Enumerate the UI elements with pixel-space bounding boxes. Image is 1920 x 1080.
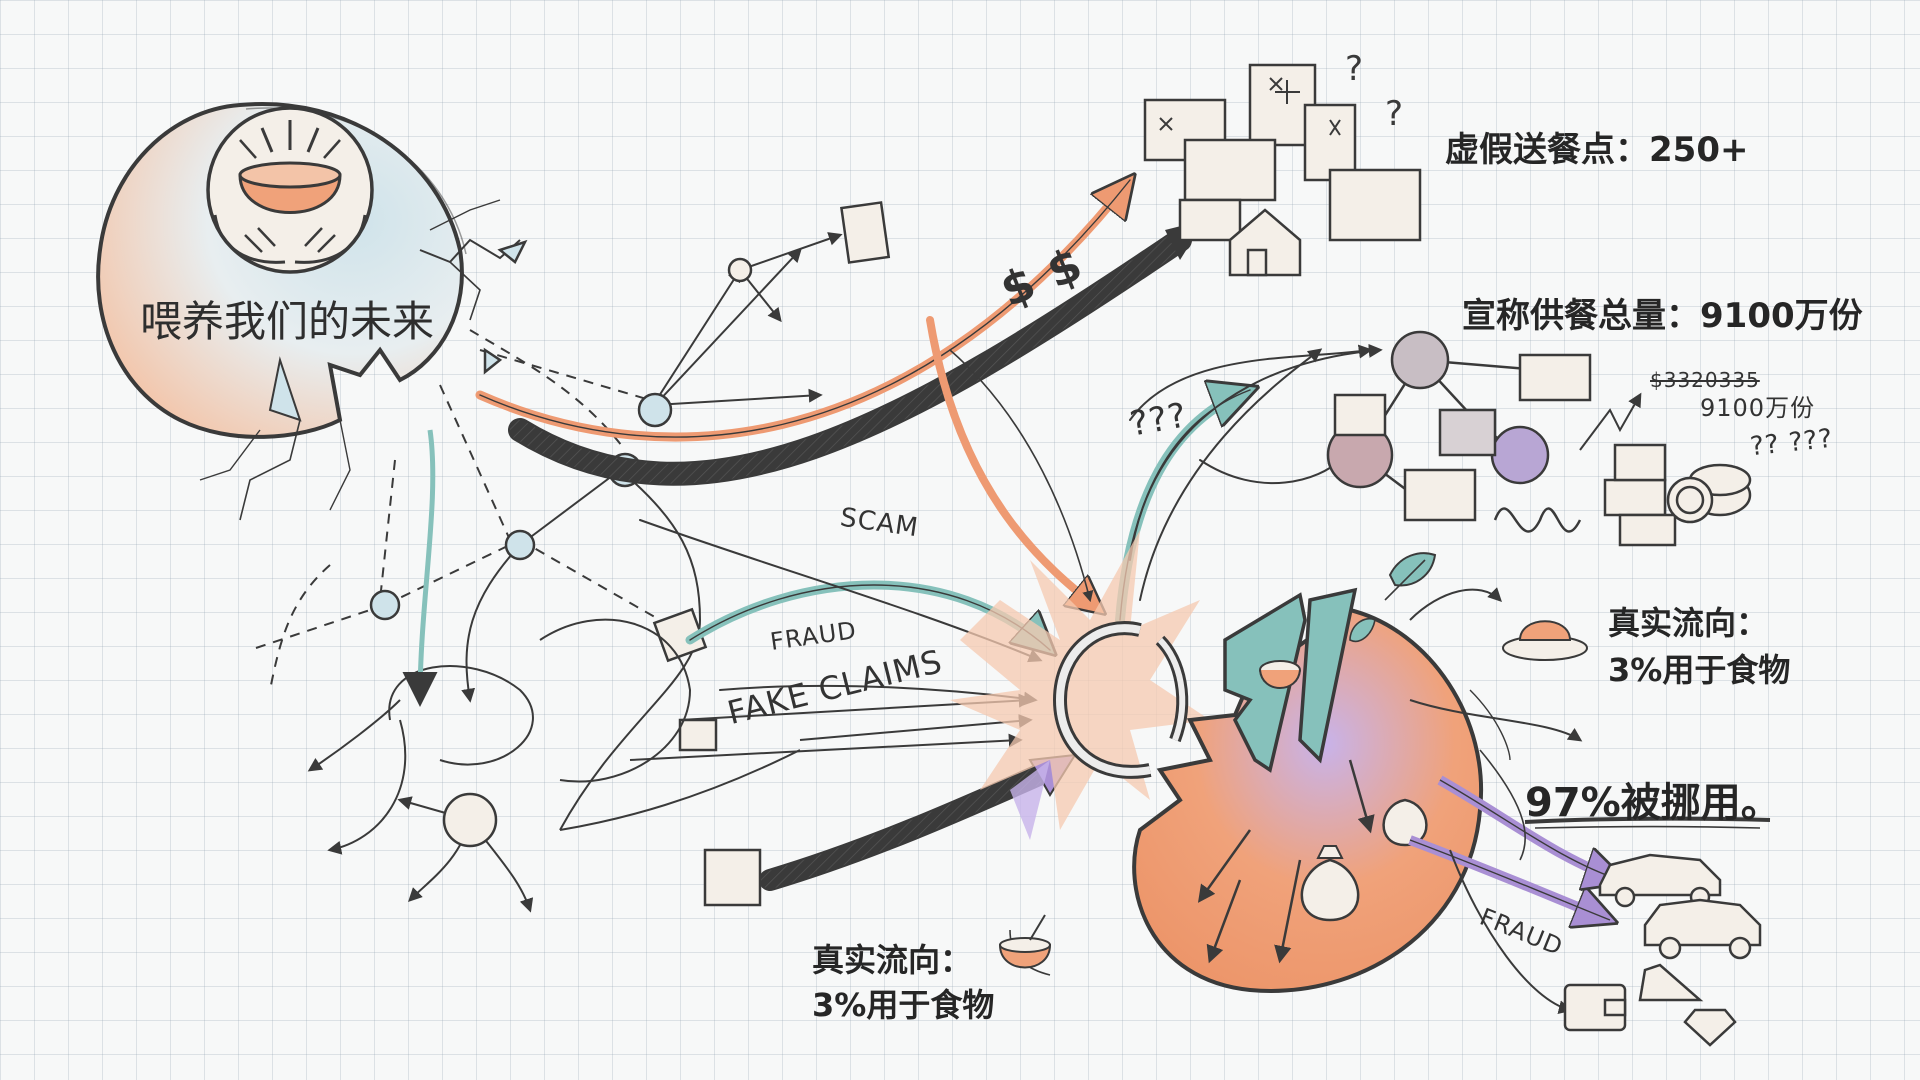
money-bag-icon bbox=[1300, 798, 1428, 922]
shoe-icon bbox=[1638, 963, 1704, 1002]
question-mark: ? bbox=[1385, 94, 1403, 134]
misused-label: 97%被挪用。 bbox=[1525, 780, 1781, 826]
real-flow-right-line1: 真实流向： bbox=[1608, 604, 1769, 642]
page-title: 喂养我们的未来 bbox=[140, 297, 435, 346]
impact-burst bbox=[950, 530, 1210, 840]
underline bbox=[1524, 816, 1771, 824]
broken-ring bbox=[1052, 621, 1189, 779]
fake-sites-label: 虚假送餐点：250+ bbox=[1445, 130, 1749, 170]
out-arrows bbox=[1009, 587, 1620, 1015]
pie-inner-arrows bbox=[1197, 759, 1375, 964]
claim-network bbox=[1326, 330, 1592, 522]
food-bowl-icon bbox=[998, 914, 1052, 969]
feeding-future-globe bbox=[96, 102, 521, 521]
squiggle bbox=[1493, 507, 1582, 533]
meals-small-label: 9100万份 bbox=[1700, 394, 1816, 422]
food-bowl-icon bbox=[206, 106, 374, 274]
building-icon bbox=[1143, 63, 1422, 277]
trend-arrow bbox=[1579, 392, 1642, 451]
scribble-loops bbox=[327, 429, 692, 855]
meal-plate-icon bbox=[1502, 620, 1588, 661]
pie-misused-slice bbox=[1132, 607, 1484, 993]
pie-food-slice bbox=[1223, 587, 1358, 773]
leaf-icon bbox=[1349, 552, 1437, 642]
box-stack-icon bbox=[1603, 443, 1752, 547]
strikethrough-number: $3320335 bbox=[1650, 368, 1760, 392]
diamond-icon bbox=[1683, 1008, 1737, 1047]
underline bbox=[1534, 825, 1761, 829]
car-icon bbox=[1598, 853, 1762, 960]
network-lines bbox=[249, 232, 1033, 913]
flow-arrows bbox=[475, 180, 1383, 891]
question-mark: ? bbox=[1345, 49, 1363, 89]
real-flow-bottom-line1: 真实流向： bbox=[812, 941, 973, 979]
hands-icon bbox=[213, 214, 367, 264]
network-nodes bbox=[369, 201, 891, 907]
claimed-meals-label: 宣称供餐总量：9100万份 bbox=[1462, 296, 1863, 336]
real-flow-bottom-line2: 3%用于食物 bbox=[812, 986, 995, 1024]
wallet-icon bbox=[1563, 983, 1627, 1032]
real-flow-right-line2: 3%用于食物 bbox=[1608, 651, 1791, 689]
